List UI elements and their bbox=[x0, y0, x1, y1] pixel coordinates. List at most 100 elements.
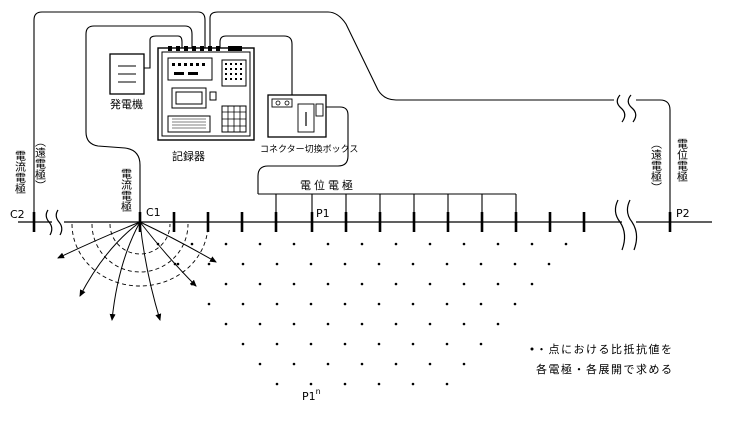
measurement-point bbox=[411, 342, 415, 346]
far-electrode-left-label: （遠電極） bbox=[34, 136, 47, 191]
break-marks bbox=[45, 94, 638, 251]
measurement-point bbox=[445, 382, 449, 386]
measurement-point bbox=[547, 262, 551, 266]
measurement-point bbox=[326, 282, 330, 286]
measurement-point bbox=[309, 342, 313, 346]
measurement-point bbox=[326, 242, 330, 246]
measurement-point bbox=[428, 242, 432, 246]
measurement-point bbox=[394, 322, 398, 326]
c1-label: C1 bbox=[146, 206, 161, 219]
measurement-point bbox=[176, 262, 180, 266]
measurement-point bbox=[343, 342, 347, 346]
measurement-point bbox=[207, 262, 211, 266]
measurement-point bbox=[479, 302, 483, 306]
measurement-point bbox=[173, 262, 177, 266]
measurement-point bbox=[275, 382, 279, 386]
measurement-point bbox=[258, 362, 262, 366]
measurement-point bbox=[479, 342, 483, 346]
current-electrode-near-label: 電流電極 bbox=[120, 168, 133, 212]
measurement-point bbox=[445, 262, 449, 266]
measurement-point bbox=[377, 382, 381, 386]
measurement-point bbox=[275, 302, 279, 306]
measurement-point bbox=[411, 382, 415, 386]
measurement-point bbox=[258, 322, 262, 326]
potential-electrodes-label: 電位電極 bbox=[300, 178, 356, 192]
measurement-point bbox=[360, 322, 364, 326]
measurement-point bbox=[462, 242, 466, 246]
measurement-point bbox=[394, 362, 398, 366]
measurement-point bbox=[207, 302, 211, 306]
measurement-point bbox=[258, 282, 262, 286]
measurement-point bbox=[496, 322, 500, 326]
measurement-point bbox=[241, 302, 245, 306]
note-line-2: 各電極・各展開で求める bbox=[536, 362, 674, 376]
measurement-point bbox=[241, 262, 245, 266]
measurement-point bbox=[377, 342, 381, 346]
measurement-point bbox=[360, 282, 364, 286]
measurement-point bbox=[564, 242, 568, 246]
measurement-point bbox=[224, 242, 228, 246]
measurement-point bbox=[445, 302, 449, 306]
measurement-point bbox=[513, 262, 517, 266]
measurement-point bbox=[530, 282, 534, 286]
measurement-point bbox=[292, 362, 296, 366]
measurement-point bbox=[530, 242, 534, 246]
measurement-point bbox=[411, 302, 415, 306]
measurement-point bbox=[275, 342, 279, 346]
measurement-point bbox=[190, 242, 194, 246]
measurement-point bbox=[275, 262, 279, 266]
recorder bbox=[157, 46, 255, 141]
switch-box-label: コネクター切換ボックス bbox=[260, 143, 358, 155]
measurement-point bbox=[394, 242, 398, 246]
measurement-point bbox=[156, 242, 160, 246]
measurement-point bbox=[326, 362, 330, 366]
recorder-panel bbox=[167, 57, 213, 81]
measurement-point bbox=[462, 322, 466, 326]
cables bbox=[33, 11, 671, 222]
measurement-point bbox=[309, 302, 313, 306]
measurement-point bbox=[428, 282, 432, 286]
note-bullet bbox=[530, 347, 534, 351]
measurement-point bbox=[326, 322, 330, 326]
recorder-label: 記録器 bbox=[172, 149, 205, 163]
recorder-terminals bbox=[168, 46, 242, 51]
measurement-points bbox=[156, 242, 568, 386]
measurement-point bbox=[190, 282, 194, 286]
note-line-1: ・点における比抵抗値を bbox=[536, 342, 674, 356]
measurement-point bbox=[479, 262, 483, 266]
measurement-point bbox=[411, 262, 415, 266]
measurement-point bbox=[462, 282, 466, 286]
measurement-point bbox=[343, 262, 347, 266]
measurement-point bbox=[428, 362, 432, 366]
measurement-point bbox=[496, 282, 500, 286]
measurement-point bbox=[258, 242, 262, 246]
measurement-point bbox=[394, 282, 398, 286]
generator-label: 発電機 bbox=[110, 97, 143, 111]
measurement-point bbox=[377, 262, 381, 266]
measurement-point bbox=[343, 302, 347, 306]
measurement-point bbox=[513, 302, 517, 306]
measurement-point bbox=[309, 382, 313, 386]
measurement-point bbox=[445, 342, 449, 346]
measurement-point bbox=[224, 322, 228, 326]
current-electrode-left-label: 電流電極 bbox=[14, 150, 27, 194]
measurement-point bbox=[292, 282, 296, 286]
measurement-point bbox=[360, 362, 364, 366]
measurement-point bbox=[428, 322, 432, 326]
far-electrode-right-label: （遠電極） bbox=[650, 138, 663, 193]
equipotential-arcs bbox=[71, 223, 209, 287]
measurement-point bbox=[241, 342, 245, 346]
p2-label: P2 bbox=[676, 207, 690, 220]
generator bbox=[109, 53, 145, 95]
p1n-label: P1n bbox=[302, 387, 321, 403]
measurement-point bbox=[292, 322, 296, 326]
potential-electrode-right-label: 電位電極 bbox=[676, 138, 689, 182]
measurement-point bbox=[360, 242, 364, 246]
switch-box bbox=[267, 94, 327, 138]
recorder-printer bbox=[167, 115, 211, 133]
current-flow-arrows bbox=[57, 221, 217, 321]
measurement-point bbox=[309, 262, 313, 266]
measurement-point bbox=[292, 242, 296, 246]
measurement-point bbox=[496, 242, 500, 246]
